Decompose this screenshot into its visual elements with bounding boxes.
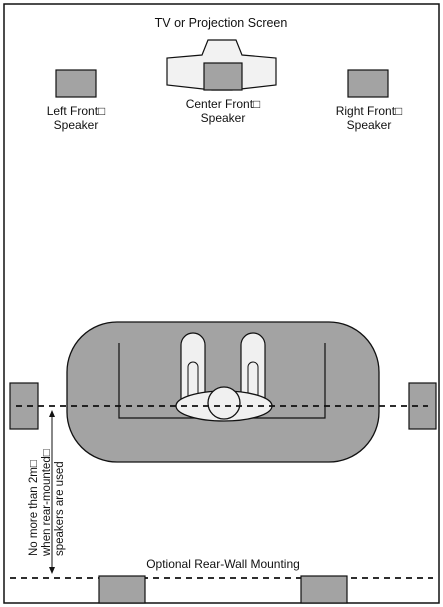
rear-note-line1: No more than 2m□: [28, 460, 40, 556]
right-front-label-line2: Speaker: [347, 118, 392, 132]
rear-note-line2: when rear-mounted□: [41, 449, 53, 557]
rear-note-line3: speakers are used: [54, 461, 66, 556]
room-outline: [3, 3, 440, 604]
left-front-label-line2: Speaker: [54, 118, 99, 132]
distance-arrow: [49, 410, 55, 574]
left-front-label: Left Front□: [47, 104, 106, 118]
center-front-label-line2: Speaker: [201, 111, 246, 125]
rear-wall-label: Optional Rear-Wall Mounting: [146, 557, 300, 571]
center-front-speaker: [203, 62, 243, 91]
center-front-label: Center Front□: [186, 97, 261, 111]
rear-wall-left-speaker: [98, 575, 146, 604]
left-rear-speaker: [9, 382, 39, 430]
right-front-label: Right Front□: [336, 104, 403, 118]
left-front-speaker: [55, 69, 97, 98]
screen-label: TV or Projection Screen: [155, 16, 288, 30]
rear-distance-note: No more than 2m□ when rear-mounted□ spea…: [28, 449, 66, 557]
rear-wall-right-speaker: [300, 575, 348, 604]
right-front-speaker: [347, 69, 389, 98]
